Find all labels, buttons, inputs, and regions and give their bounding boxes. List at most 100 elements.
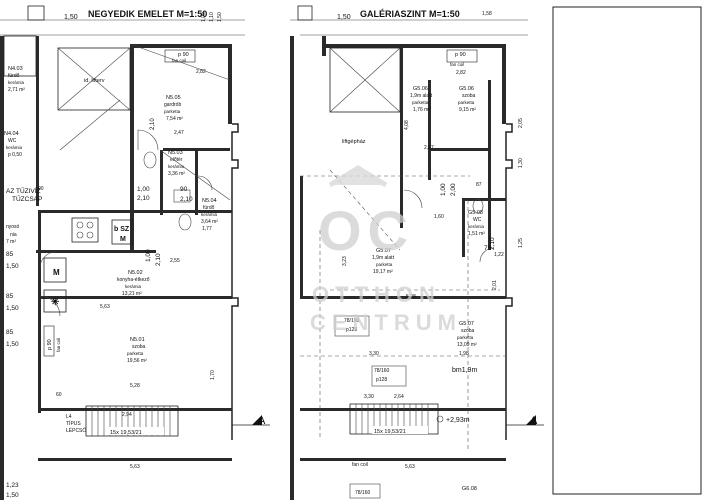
level-label: +2,93m (446, 417, 470, 424)
svg-text:78/160: 78/160 (355, 490, 371, 496)
right-vent-label: p 90 (455, 52, 466, 58)
dim-210d: 2,10 (155, 253, 162, 266)
dim-528: 5,28 (130, 383, 140, 389)
svg-text:WC: WC (473, 217, 482, 223)
svg-text:7,54 m²: 7,54 m² (166, 116, 183, 122)
window-2: 78/160 p128 (371, 365, 407, 387)
margin-150d: 1,50 (6, 492, 19, 499)
vent-sub: fan coil (172, 58, 186, 63)
svg-text:LÉPCSŐ: LÉPCSŐ (66, 427, 86, 434)
svg-text:kerámia: kerámia (6, 145, 23, 150)
svg-text:konyha-étkező: konyha-étkező (117, 277, 150, 283)
svg-text:kerámia: kerámia (8, 80, 25, 85)
dim-100: 1,00 (201, 12, 207, 22)
dim-170: 1,70 (210, 370, 216, 380)
svg-text:15x 19,53/21: 15x 19,53/21 (110, 430, 142, 436)
rdim-100: 1,00 (440, 183, 447, 196)
fridge-label: M (53, 268, 60, 277)
left-plan-title: NEGYEDIK EMELET M=1:50 (88, 9, 207, 19)
rdim-87: 87 (476, 182, 482, 188)
svg-text:78/160: 78/160 (374, 368, 390, 374)
window-3: 78/160 (349, 483, 381, 499)
svg-text:kerámia: kerámia (125, 284, 142, 289)
dim-150: 1,50 (217, 12, 223, 22)
room-g506-low: G5.06 1,9m alatt parketta 1,76 m² (410, 86, 433, 113)
rdim-267: 2,67 (424, 145, 434, 151)
svg-text:L4: L4 (66, 414, 72, 420)
dim-60: 60 (56, 392, 62, 398)
margin-150c: 1,50 (6, 341, 19, 348)
svg-text:fürdő: fürdő (203, 205, 215, 211)
margin-85a: 85 (6, 251, 14, 258)
room-g507-low: G5.07 1,9m alatt parketta 19,17 m² (372, 248, 395, 275)
rdim-205: 2,05 (518, 118, 524, 128)
svg-text:19,56 m²: 19,56 m² (127, 358, 147, 364)
lift-label: id. lifterv (84, 78, 105, 84)
sz-m-label: M (120, 236, 126, 243)
dim-247: 2,47 (174, 130, 184, 136)
svg-text:G5.08: G5.08 (468, 210, 483, 216)
margin-85c: 85 (6, 329, 14, 336)
partial-room-area: 7 m² (6, 239, 16, 245)
svg-text:3,36 m²: 3,36 m² (168, 171, 185, 177)
dim-210a: 2,10 (150, 118, 156, 130)
dim-255: 2,55 (170, 258, 180, 264)
svg-text:2,71 m²: 2,71 m² (8, 87, 25, 93)
fire-label-2: TŰZCSAP (12, 194, 42, 203)
svg-text:N4.03: N4.03 (8, 66, 23, 72)
svg-text:1,51 m²: 1,51 m² (468, 231, 485, 237)
svg-text:p128: p128 (346, 327, 357, 333)
burner-icon: ✳ (51, 297, 60, 308)
right-lift-label: liftgépház (342, 139, 366, 145)
right-plan: 1,50 GALÉRIASZINT M=1:50 1,58 liftgépház… (290, 5, 544, 500)
svg-text:19,17 m²: 19,17 m² (373, 269, 393, 275)
room-g608: G6.08 (462, 486, 477, 492)
svg-text:G5.07: G5.07 (376, 248, 391, 254)
margin-150a: 1,50 (6, 263, 19, 270)
dim-563a: 5,63 (100, 304, 110, 310)
svg-text:15x 19,53/21: 15x 19,53/21 (374, 429, 406, 435)
room-n501: N5.01 szoba parketta 19,56 m² (127, 337, 147, 364)
svg-text:p 0,50: p 0,50 (8, 152, 22, 158)
right-plan-title: GALÉRIASZINT M=1:50 (360, 9, 460, 19)
svg-text:N5.05: N5.05 (166, 95, 181, 101)
svg-text:G5.06: G5.06 (459, 86, 474, 92)
top-small-dim: 1,58 (482, 11, 492, 17)
side-vent-label: p 90 (47, 339, 53, 350)
rdim-330a: 3,30 (369, 351, 379, 357)
dim-282: 2,82 (196, 69, 206, 75)
rdim-563: 5,63 (405, 464, 415, 470)
rdim-330b: 3,30 (364, 394, 374, 400)
dim-100b: 1,00 (137, 186, 150, 193)
rdim-408: 4,08 (404, 120, 410, 130)
rdim-130: 1,30 (518, 158, 524, 168)
watermark-line-2: CENTRUM (310, 310, 462, 335)
rdim-323: 3,23 (342, 256, 348, 266)
svg-text:gardrób: gardrób (164, 102, 181, 108)
rdim-122: 1,22 (494, 252, 504, 258)
dim-90: 90 (180, 186, 188, 193)
svg-text:p128: p128 (376, 377, 387, 383)
svg-text:N5.04: N5.04 (202, 198, 217, 204)
svg-text:13,21 m²: 13,21 m² (122, 291, 142, 297)
svg-text:szoba: szoba (462, 93, 476, 99)
title-block-frame (552, 6, 702, 495)
section-mark-left: A (258, 415, 266, 427)
vent-label: p 90 (178, 52, 189, 58)
svg-text:1,9m alatt: 1,9m alatt (410, 93, 433, 99)
side-vent-sub: fan coil (56, 338, 61, 352)
dim-210b: 2,10 (137, 195, 150, 202)
dim-210c: 2,10 (180, 196, 193, 203)
svg-text:szoba: szoba (132, 344, 146, 350)
svg-text:N5.03: N5.03 (168, 150, 183, 156)
room-n404-wc: N4.04 WC kerámia p 0,50 (4, 131, 23, 158)
rdim-198: 1,98 (459, 351, 469, 357)
svg-text:kerámia: kerámia (168, 164, 185, 169)
rdim-200: 2,00 (450, 183, 457, 196)
svg-text:előtér: előtér (170, 157, 183, 163)
rdim-264: 2,64 (394, 394, 404, 400)
left-plan: 1,50 NEGYEDIK EMELET M=1:50 id. lifterv … (0, 5, 270, 500)
svg-text:szoba: szoba (461, 328, 475, 334)
room-g506-szoba: G5.06 szoba parketta 9,15 m² (458, 86, 476, 113)
svg-text:kerámia: kerámia (201, 212, 218, 217)
